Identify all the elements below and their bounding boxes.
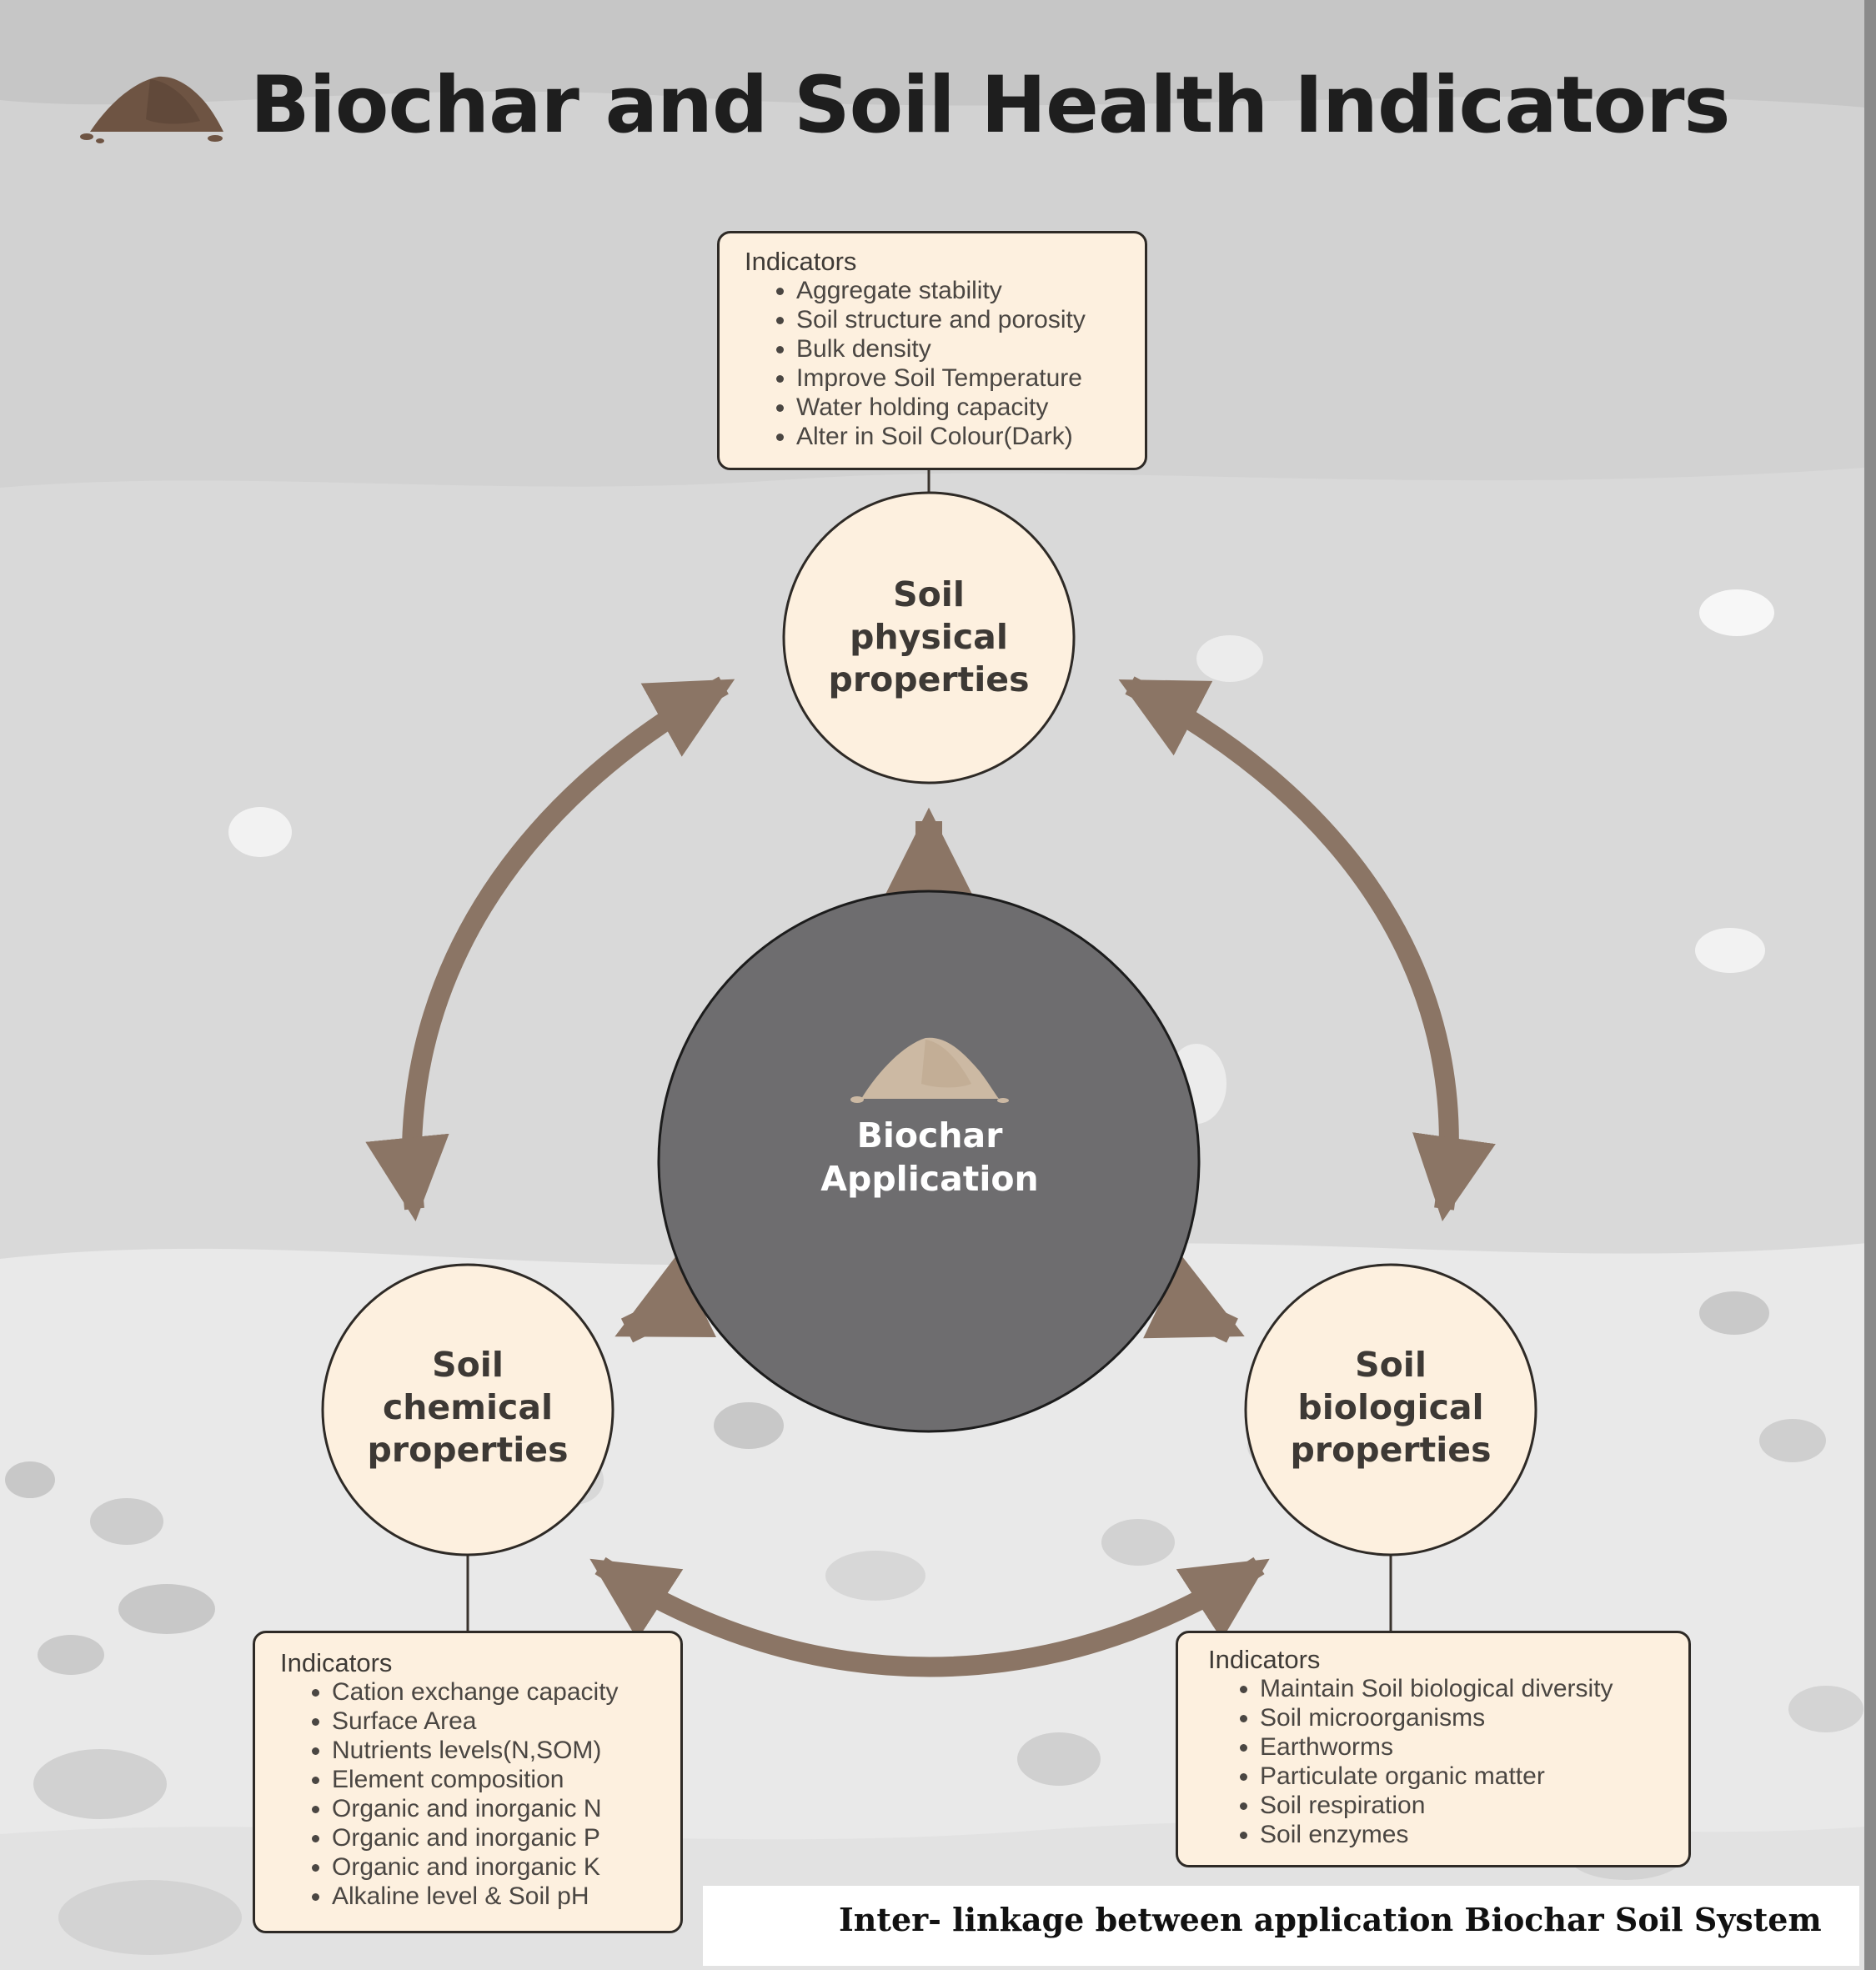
indicator-box-chemical: Indicators Cation exchange capacity Surf…: [253, 1631, 683, 1933]
indicator-box-physical-title: Indicators: [745, 247, 857, 276]
node-physical-line1: Soil: [893, 574, 965, 614]
center-circle: [657, 890, 1201, 1433]
indicator-item: Soil enzymes: [1260, 1820, 1688, 1849]
arrow-chemical-biological: [589, 1556, 1270, 1677]
node-chemical-line1: Soil: [432, 1345, 504, 1385]
indicator-item: Water holding capacity: [796, 393, 1145, 422]
indicator-item: Surface Area: [332, 1707, 680, 1736]
indicator-item: Particulate organic matter: [1260, 1762, 1688, 1791]
node-physical-circle: [782, 491, 1076, 784]
arrow-center-to-biological: [1143, 1256, 1245, 1343]
node-chemical-line2: chemical: [382, 1387, 554, 1427]
arrow-physical-chemical: [365, 676, 735, 1222]
node-physical-line2: physical: [850, 617, 1008, 657]
node-biological-circle: [1244, 1263, 1537, 1556]
indicator-item: Soil respiration: [1260, 1791, 1688, 1820]
indicator-item: Improve Soil Temperature: [796, 363, 1145, 393]
soil-pile-icon: [80, 76, 223, 143]
indicator-item: Element composition: [332, 1765, 680, 1794]
indicator-item: Maintain Soil biological diversity: [1260, 1674, 1688, 1703]
node-biological-line2: biological: [1297, 1387, 1484, 1427]
arrow-physical-biological: [1118, 676, 1496, 1221]
indicator-list-chemical: Cation exchange capacity Surface Area Nu…: [280, 1677, 680, 1911]
node-biological-label: Soil biological properties: [1266, 1344, 1516, 1471]
indicator-item: Organic and inorganic K: [332, 1852, 680, 1882]
page-title: Biochar and Soil Health Indicators: [250, 60, 1730, 151]
indicator-box-physical: Indicators Aggregate stability Soil stru…: [717, 231, 1147, 470]
indicator-item: Nutrients levels(N,SOM): [332, 1736, 680, 1765]
indicator-item: Alkaline level & Soil pH: [332, 1882, 680, 1911]
indicator-item: Earthworms: [1260, 1732, 1688, 1762]
node-chemical-circle: [321, 1263, 614, 1556]
figure-caption-text: Inter- linkage between application Bioch…: [839, 1901, 1822, 1938]
node-physical-line3: properties: [828, 659, 1030, 699]
center-label-line1: Biochar: [856, 1115, 1003, 1155]
node-chemical-label: Soil chemical properties: [343, 1344, 593, 1471]
indicator-item: Organic and inorganic N: [332, 1794, 680, 1823]
indicator-box-biological-title: Indicators: [1208, 1645, 1321, 1674]
indicator-item: Cation exchange capacity: [332, 1677, 680, 1707]
center-label: Biochar Application: [763, 1114, 1096, 1201]
node-chemical-line3: properties: [367, 1430, 569, 1470]
node-physical-label: Soil physical properties: [804, 574, 1054, 701]
indicator-box-biological: Indicators Maintain Soil biological dive…: [1176, 1631, 1691, 1867]
indicator-box-chemical-title: Indicators: [280, 1648, 393, 1677]
biochar-pile-icon: [850, 1037, 1009, 1103]
indicator-item: Soil microorganisms: [1260, 1703, 1688, 1732]
figure-caption: Inter- linkage between application Bioch…: [703, 1886, 1859, 1966]
indicator-item: Bulk density: [796, 334, 1145, 363]
node-biological-line1: Soil: [1355, 1345, 1427, 1385]
node-biological-line3: properties: [1290, 1430, 1492, 1470]
indicator-list-physical: Aggregate stability Soil structure and p…: [745, 276, 1145, 451]
indicator-item: Aggregate stability: [796, 276, 1145, 305]
indicator-item: Organic and inorganic P: [332, 1823, 680, 1852]
indicator-item: Soil structure and porosity: [796, 305, 1145, 334]
indicator-item: Alter in Soil Colour(Dark): [796, 422, 1145, 451]
arrow-center-to-chemical: [614, 1256, 716, 1343]
indicator-list-biological: Maintain Soil biological diversity Soil …: [1208, 1674, 1688, 1849]
page-edge-shadow: [1864, 0, 1876, 1970]
center-label-line2: Application: [820, 1159, 1039, 1199]
